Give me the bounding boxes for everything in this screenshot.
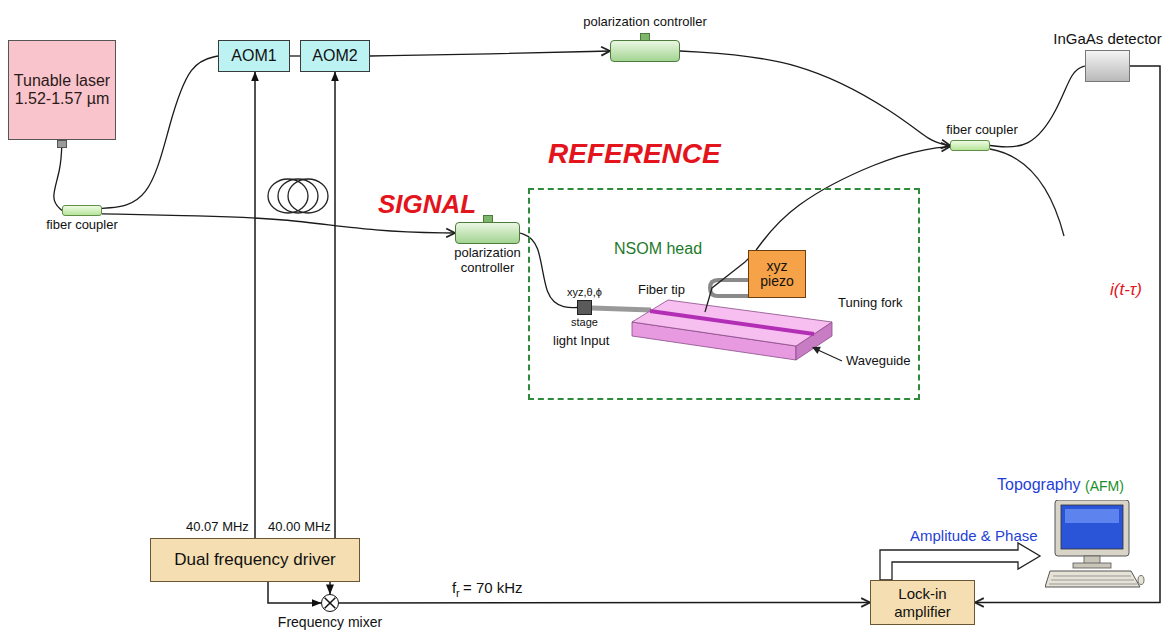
optical-fiber (680, 51, 950, 146)
box-label: AOM2 (312, 47, 357, 65)
rf-wire (254, 72, 256, 538)
box-label: xyz piezo (752, 259, 802, 290)
node-caption: fiber coupler (944, 123, 1020, 138)
box-label: Tunable laser 1.52-1.57 µm (13, 72, 111, 109)
node-caption: polarization controller (581, 15, 709, 30)
node-caption: xyz,θ,ϕ (565, 286, 604, 299)
nsom-head-region: NSOM headxyz piezoxyz,θ,ϕstage (528, 188, 920, 400)
fiber-coil (268, 179, 328, 213)
monitor-base (1073, 563, 1111, 568)
node-caption: polarization controller (441, 246, 535, 276)
mouse (1138, 576, 1144, 585)
unused-fiber (990, 149, 1064, 236)
laser-box: Tunable laser 1.52-1.57 µm (8, 40, 116, 140)
waveguide-slab (632, 300, 832, 346)
computer-icon (1045, 500, 1145, 590)
detector-box: InGaAs detector (1085, 50, 1130, 82)
waveguide-stripe (650, 311, 814, 334)
node-caption: stage (569, 316, 600, 329)
fiber-coil (278, 179, 318, 213)
node-caption: fiber coupler (44, 218, 120, 233)
fiber-coupler: fiber coupler (62, 205, 102, 216)
path-label: REFERENCE (548, 138, 721, 170)
mixer-cross (322, 595, 338, 611)
node-caption: Frequency mixer (276, 614, 384, 630)
screen-highlight (1065, 509, 1119, 523)
lock-in-box: Lock-in amplifier (870, 580, 975, 625)
optical-fiber (370, 51, 610, 56)
monitor-body (1055, 500, 1129, 556)
node-caption: (AFM) (1085, 478, 1124, 494)
mixer-cross (325, 598, 336, 609)
box-label: AOM1 (231, 47, 276, 65)
computer-icon: Topography(AFM) (1045, 500, 1145, 590)
monitor-screen (1061, 505, 1123, 549)
signal-subscript: r (456, 587, 460, 600)
part-label: Waveguide (846, 354, 911, 369)
controller-knob (640, 33, 650, 41)
polarization-controller: polarization controller (455, 222, 520, 244)
signal-name: f (452, 579, 456, 596)
piezo-box: xyz piezo (748, 250, 806, 298)
leader-line (818, 350, 842, 361)
fiber-coil (288, 179, 328, 213)
fiber-connector (57, 140, 67, 148)
output-arrow (880, 543, 1040, 580)
frequency-label: 40.00 MHz (266, 520, 333, 535)
frequency-label: 40.07 MHz (184, 520, 251, 535)
polarization-controller: polarization controller (610, 40, 680, 62)
part-label: light Input (553, 334, 609, 349)
optical-fiber (290, 55, 300, 56)
frequency-label: i(t-τ) (1108, 280, 1144, 300)
stage-block: xyz,θ,ϕstage (577, 300, 592, 315)
frequency-mixer: Frequency mixer (321, 594, 339, 612)
part-label: Fiber tip (638, 283, 685, 298)
keyboard (1045, 571, 1140, 587)
rf-wire (329, 582, 331, 594)
modulator-box: AOM1 (218, 40, 290, 72)
optical-fiber (102, 56, 218, 208)
fiber-coupler: fiber coupler (950, 140, 990, 151)
box-label: Dual frequency driver (174, 550, 336, 570)
controller-knob (483, 215, 493, 223)
node-caption: Topography (997, 476, 1081, 494)
optical-fiber (54, 140, 62, 211)
signal-wire (975, 66, 1160, 603)
keyboard-keys (1049, 576, 1137, 584)
path-label: SIGNAL (378, 190, 476, 220)
box-label: Lock-in amplifier (874, 585, 971, 620)
leader-arrowhead (812, 347, 821, 354)
modulator-box: AOM2 (300, 40, 370, 72)
optical-fiber (756, 147, 950, 250)
reference-wire (339, 602, 870, 604)
tuning-fork (710, 280, 752, 296)
node-caption: NSOM head (614, 240, 702, 258)
driver-box: Dual frequency driver (150, 538, 360, 582)
part-label: Tuning fork (838, 296, 903, 311)
frequency-value: = 70 kHz (463, 579, 523, 596)
output-label: Amplitude & Phase (910, 527, 1038, 544)
node-caption: InGaAs detector (1051, 30, 1163, 47)
rf-wire (334, 72, 336, 538)
input-fiber-rod (592, 308, 651, 310)
rf-wire (268, 582, 321, 603)
